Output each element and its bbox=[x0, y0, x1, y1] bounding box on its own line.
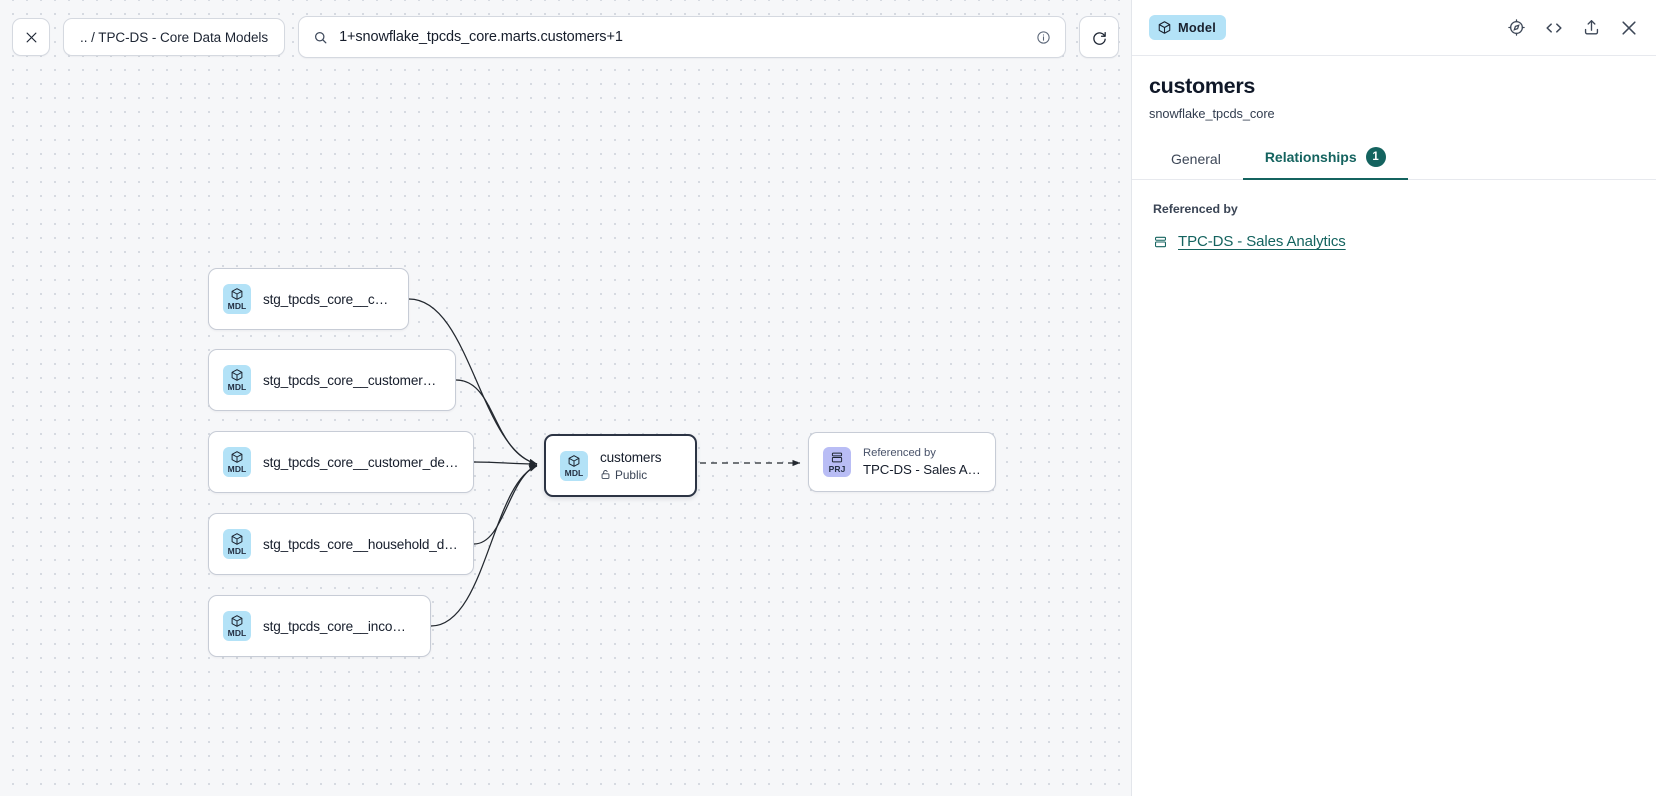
panel-tabs: General Relationships 1 bbox=[1132, 147, 1656, 180]
details-panel: Model bbox=[1131, 0, 1656, 796]
model-badge: MDL bbox=[223, 365, 251, 395]
cube-icon bbox=[231, 288, 243, 300]
close-icon[interactable] bbox=[1619, 18, 1639, 38]
code-icon[interactable] bbox=[1544, 18, 1564, 38]
close-icon bbox=[26, 32, 36, 42]
node-label: stg_tpcds_core__customer bbox=[263, 291, 394, 307]
search-input[interactable]: 1+snowflake_tpcds_core.marts.customers+1 bbox=[339, 29, 623, 45]
cube-icon bbox=[231, 615, 243, 627]
model-badge: MDL bbox=[223, 529, 251, 559]
info-circle-icon[interactable] bbox=[1036, 30, 1051, 45]
lineage-search-field[interactable]: 1+snowflake_tpcds_core.marts.customers+1 bbox=[298, 16, 1066, 58]
node-label: stg_tpcds_core__household_demogr… bbox=[263, 536, 459, 552]
relationships-body: Referenced by TPC-DS - Sales Analytics bbox=[1132, 180, 1656, 250]
badge-text: MDL bbox=[227, 546, 247, 556]
tab-count-badge: 1 bbox=[1365, 147, 1386, 167]
breadcrumb-label: .. / TPC-DS - Core Data Models bbox=[80, 29, 269, 45]
project-badge: PRJ bbox=[823, 447, 851, 477]
badge-text: MDL bbox=[227, 301, 247, 311]
page-title: customers bbox=[1149, 74, 1256, 98]
node-label: stg_tpcds_core__income_band bbox=[263, 618, 416, 634]
page-subtitle: snowflake_tpcds_core bbox=[1149, 106, 1275, 121]
graph-node-project-sales-analytics[interactable]: PRJ Referenced by TPC-DS - Sales Analyti… bbox=[808, 432, 996, 492]
graph-node-customers[interactable]: MDL customers Public bbox=[544, 434, 697, 497]
project-icon bbox=[831, 452, 843, 462]
project-icon bbox=[1155, 236, 1166, 247]
lineage-toolbar: .. / TPC-DS - Core Data Models 1+snowfla… bbox=[0, 0, 1131, 74]
badge-text: MDL bbox=[227, 382, 247, 392]
panel-title-block: customers snowflake_tpcds_core bbox=[1132, 56, 1656, 121]
graph-node-stg-customer[interactable]: MDL stg_tpcds_core__customer bbox=[208, 268, 409, 330]
refresh-icon bbox=[1092, 31, 1106, 45]
badge-text: PRJ bbox=[828, 463, 846, 474]
breadcrumb[interactable]: .. / TPC-DS - Core Data Models bbox=[63, 18, 286, 56]
badge-text: MDL bbox=[227, 464, 247, 474]
model-badge: MDL bbox=[223, 284, 251, 314]
graph-node-stg-customer-address[interactable]: MDL stg_tpcds_core__customer_address bbox=[208, 349, 456, 411]
tab-relationships[interactable]: Relationships 1 bbox=[1242, 147, 1408, 180]
section-label-referenced-by: Referenced by bbox=[1153, 202, 1238, 216]
node-caption: Referenced by bbox=[863, 447, 936, 459]
lineage-canvas[interactable]: MDL stg_tpcds_core__customer MDL stg_tpc… bbox=[0, 0, 1131, 796]
share-icon[interactable] bbox=[1582, 18, 1601, 37]
entity-type-badge: Model bbox=[1149, 15, 1226, 40]
node-visibility-label: Public bbox=[615, 467, 648, 482]
graph-node-stg-customer-demographics[interactable]: MDL stg_tpcds_core__customer_demogra… bbox=[208, 431, 474, 493]
model-badge: MDL bbox=[560, 450, 588, 481]
panel-actions bbox=[1507, 18, 1639, 38]
node-label: TPC-DS - Sales Analytics bbox=[863, 462, 981, 477]
node-label: stg_tpcds_core__customer_address bbox=[263, 372, 441, 388]
tab-label: Relationships bbox=[1264, 149, 1357, 165]
entity-type-label: Model bbox=[1178, 20, 1216, 35]
tab-general[interactable]: General bbox=[1149, 151, 1243, 180]
cube-icon bbox=[231, 451, 243, 463]
node-label: customers bbox=[600, 449, 662, 465]
badge-text: MDL bbox=[227, 628, 247, 638]
lock-icon bbox=[601, 470, 610, 479]
tab-label: General bbox=[1171, 151, 1221, 167]
close-lineage-button[interactable] bbox=[12, 18, 50, 56]
search-icon bbox=[315, 31, 327, 43]
cube-icon bbox=[231, 533, 243, 545]
explore-icon[interactable] bbox=[1507, 18, 1526, 37]
cube-icon bbox=[1158, 21, 1171, 34]
cube-icon bbox=[568, 454, 580, 467]
details-panel-header: Model bbox=[1132, 0, 1656, 56]
model-badge: MDL bbox=[223, 447, 251, 477]
model-badge: MDL bbox=[223, 611, 251, 641]
reference-link[interactable]: TPC-DS - Sales Analytics bbox=[1178, 233, 1346, 250]
refresh-button[interactable] bbox=[1079, 16, 1119, 58]
node-label: stg_tpcds_core__customer_demogra… bbox=[263, 454, 459, 470]
cube-icon bbox=[231, 369, 243, 381]
graph-node-stg-income-band[interactable]: MDL stg_tpcds_core__income_band bbox=[208, 595, 431, 657]
lineage-nodes: MDL stg_tpcds_core__customer MDL stg_tpc… bbox=[208, 268, 996, 657]
list-item[interactable]: TPC-DS - Sales Analytics bbox=[1153, 233, 1639, 250]
graph-node-stg-household-demographics[interactable]: MDL stg_tpcds_core__household_demogr… bbox=[208, 513, 474, 575]
node-visibility: Public bbox=[600, 468, 661, 482]
badge-text: MDL bbox=[564, 467, 584, 478]
